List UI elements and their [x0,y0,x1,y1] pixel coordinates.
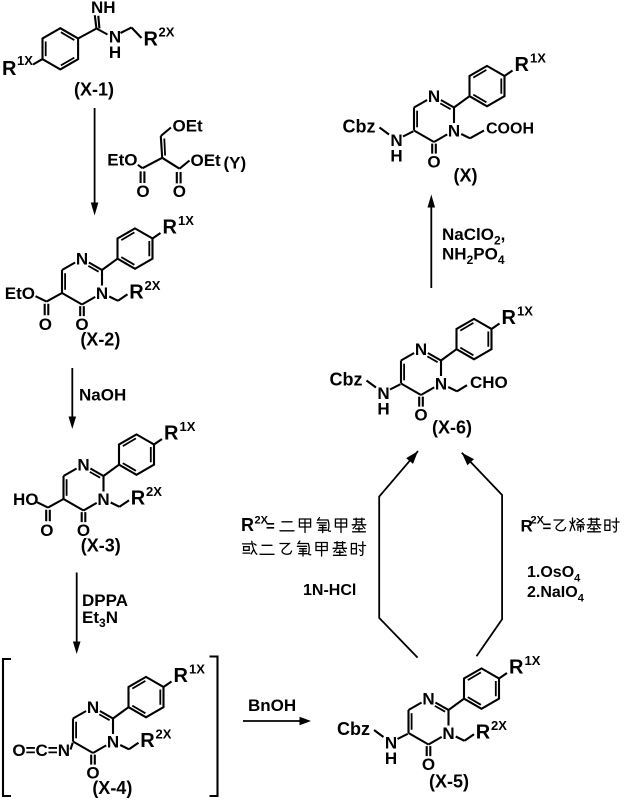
svg-text:R: R [521,517,533,536]
svg-text:2X: 2X [531,515,545,527]
svg-text:EtO: EtO [107,151,137,170]
svg-text:NaClO2,: NaClO2, [442,225,505,248]
svg-text:EtO: EtO [5,284,35,303]
svg-text:(X-5): (X-5) [429,772,469,792]
svg-text:DPPA: DPPA [82,591,128,610]
svg-text:O: O [173,182,186,201]
svg-text:HO: HO [13,490,39,509]
svg-text:N: N [109,28,121,47]
svg-text:1.OsO4: 1.OsO4 [527,564,581,585]
svg-text:H: H [109,43,121,62]
svg-text:NaOH: NaOH [79,386,126,405]
svg-text:COOH: COOH [486,121,534,138]
svg-text:(X-6): (X-6) [432,418,472,438]
svg-text:O=C=N: O=C=N [12,741,70,760]
svg-text:(X-4): (X-4) [92,778,132,798]
svg-text:1X: 1X [17,53,33,68]
svg-text:OEt: OEt [173,117,204,136]
svg-text:2X: 2X [255,515,269,527]
svg-text:R: R [241,515,254,535]
svg-text:R: R [144,29,159,51]
svg-text:BnOH: BnOH [248,696,296,715]
svg-text:2X: 2X [159,25,175,40]
svg-text:(X): (X) [454,166,478,186]
svg-text:1N-HCl: 1N-HCl [303,582,356,599]
svg-text:CHO: CHO [470,373,508,392]
svg-text:Et3N: Et3N [82,608,118,630]
svg-text:=: = [266,518,275,535]
svg-text:(Y): (Y) [224,154,247,173]
svg-text:R: R [2,58,17,80]
svg-text:(X-2): (X-2) [80,330,120,350]
svg-text:NH2PO4: NH2PO4 [442,245,505,268]
svg-text:(X-1): (X-1) [74,80,114,100]
svg-text:OEt: OEt [191,151,222,170]
svg-text:O: O [136,182,149,201]
svg-text:(X-3): (X-3) [81,536,121,556]
svg-text:NH: NH [91,0,116,17]
svg-text:=: = [543,519,552,536]
svg-text:2.NaIO4: 2.NaIO4 [527,584,585,605]
